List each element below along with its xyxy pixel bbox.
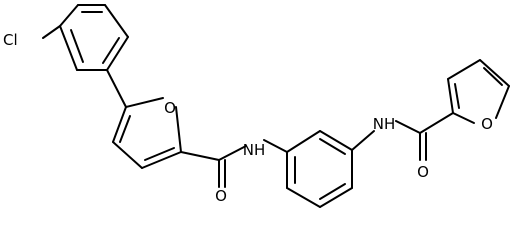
left-furan-oxygen-label: O (164, 99, 176, 117)
chlorine-label: Cl (3, 31, 18, 49)
left-carbonyl-oxygen-label: O (215, 187, 227, 205)
aryl-furan-bond (106, 69, 127, 108)
right-amide-nh-label: NH (373, 115, 396, 133)
left-furan-ring (112, 97, 182, 169)
right-furan-ring (447, 59, 510, 124)
left-amide-nh-label: NH (243, 141, 266, 159)
left-amide-group (180, 145, 247, 188)
central-benzene-ring (263, 130, 353, 208)
right-amide-group (351, 112, 454, 161)
chemical-structure: Cl O NH O NH O O (3, 4, 510, 208)
structure-canvas: Cl O NH O NH O O (3, 4, 510, 208)
right-carbonyl-oxygen-label: O (417, 163, 429, 181)
chlorophenyl-ring (59, 4, 129, 71)
c-cl-bond (42, 25, 61, 39)
right-furan-oxygen-label: O (481, 115, 493, 133)
